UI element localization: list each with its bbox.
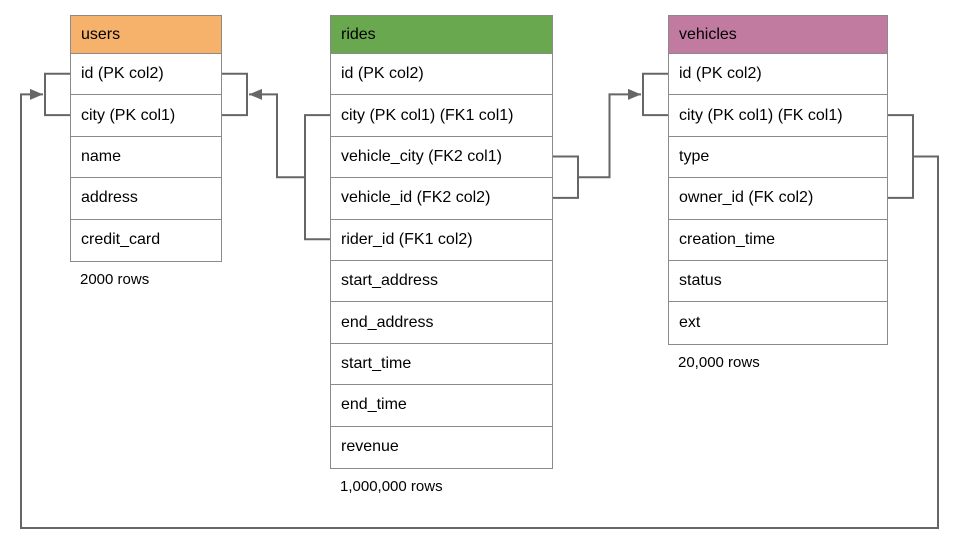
rides-fk2-vehicles-line [578, 93, 641, 179]
table-vehicles-column-4: creation_time [669, 219, 887, 261]
rides-fk2-vehicles-to-bracket [642, 72, 668, 117]
vehicles-fk-users-to-bracket [44, 72, 70, 117]
table-rides-rowcount: 1,000,000 rows [340, 478, 443, 495]
table-rides-title: rides [331, 16, 552, 54]
table-vehicles-column-2: type [669, 136, 887, 179]
table-rides-column-9: revenue [331, 426, 552, 468]
table-users-column-1: city (PK col1) [71, 95, 221, 137]
rides-fk1-users-line [249, 93, 305, 179]
table-users-column-4: credit_card [71, 219, 221, 261]
vehicles-fk-users-arrow-icon [30, 88, 43, 100]
table-rides-column-1: city (PK col1) (FK1 col1) [331, 95, 552, 137]
table-vehicles-column-3: owner_id (FK col2) [669, 178, 887, 220]
table-vehicles-column-0: id (PK col2) [669, 54, 887, 96]
table-users-title: users [71, 16, 221, 54]
table-rides-column-4: rider_id (FK1 col2) [331, 219, 552, 261]
table-users-column-2: name [71, 136, 221, 179]
rides-fk1-users-arrow-icon [249, 88, 262, 100]
table-rides-column-0: id (PK col2) [331, 54, 552, 96]
table-rides-column-3: vehicle_id (FK2 col2) [331, 178, 552, 220]
rides-fk1-users-from-bracket [304, 114, 330, 241]
table-vehicles-title: vehicles [669, 16, 887, 54]
table-users-column-0: id (PK col2) [71, 54, 221, 96]
table-rides-column-7: start_time [331, 343, 552, 386]
table-rides-column-6: end_address [331, 302, 552, 344]
table-vehicles-rowcount: 20,000 rows [678, 353, 760, 371]
rides-fk2-vehicles-from-bracket [553, 155, 579, 199]
table-rides-column-2: vehicle_city (FK2 col1) [331, 136, 552, 179]
rides-fk2-vehicles-arrow-icon [628, 88, 641, 100]
rides-fk1-users-to-bracket [222, 72, 248, 117]
vehicles-fk-users-from-bracket [888, 114, 914, 199]
table-rides-column-5: start_address [331, 260, 552, 303]
table-rides-column-8: end_time [331, 385, 552, 427]
table-users-column-3: address [71, 178, 221, 220]
table-vehicles-column-5: status [669, 260, 887, 303]
table-vehicles-column-1: city (PK col1) (FK col1) [669, 95, 887, 137]
table-users-rowcount: 2000 rows [80, 271, 150, 288]
table-vehicles-column-6: ext [669, 302, 887, 344]
